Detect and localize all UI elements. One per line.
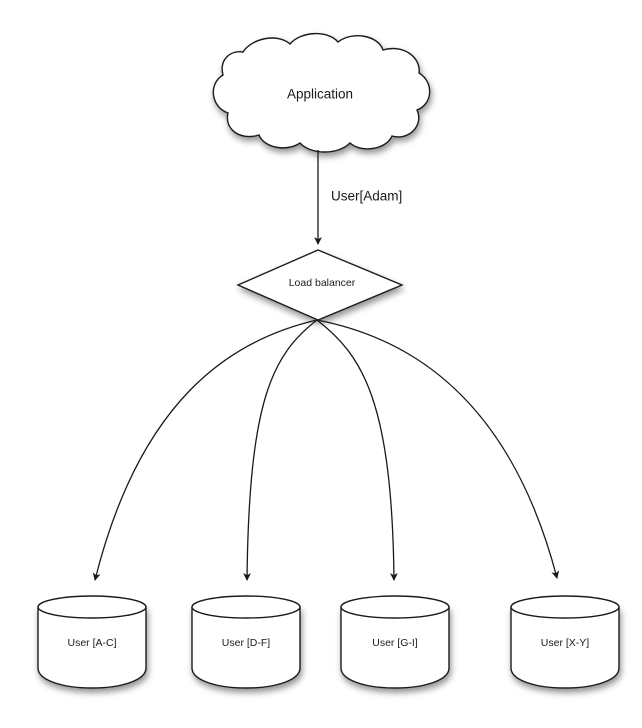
edge-to-database-2 bbox=[243, 319, 318, 582]
database-2-top-ellipse bbox=[191, 595, 301, 619]
node-load-balancer-diamond[interactable]: Load balancer bbox=[236, 249, 404, 321]
database-4-top-ellipse bbox=[510, 595, 620, 619]
database-3-label: User [G-I] bbox=[372, 637, 418, 649]
edge-group-load-balancer-to-databases bbox=[92, 319, 560, 582]
node-database-3[interactable]: User [G-I] bbox=[340, 595, 450, 689]
edge-to-database-1 bbox=[92, 319, 318, 582]
edge-to-database-3 bbox=[316, 319, 398, 582]
database-1-label: User [A-C] bbox=[67, 637, 116, 649]
database-2-label: User [D-F] bbox=[222, 637, 270, 649]
node-application-cloud[interactable]: Application bbox=[212, 32, 431, 153]
edge-application-to-load-balancer: User[Adam] bbox=[314, 150, 402, 246]
load-balancer-label: Load balancer bbox=[289, 277, 356, 289]
application-label: Application bbox=[287, 87, 353, 102]
database-1-top-ellipse bbox=[37, 595, 147, 619]
database-3-top-ellipse bbox=[340, 595, 450, 619]
edge-label-user-adam: User[Adam] bbox=[331, 189, 402, 204]
edge-to-database-4 bbox=[316, 319, 560, 580]
node-database-4[interactable]: User [X-Y] bbox=[510, 595, 620, 689]
node-database-2[interactable]: User [D-F] bbox=[191, 595, 301, 689]
database-4-label: User [X-Y] bbox=[541, 637, 590, 649]
node-database-1[interactable]: User [A-C] bbox=[37, 595, 147, 689]
